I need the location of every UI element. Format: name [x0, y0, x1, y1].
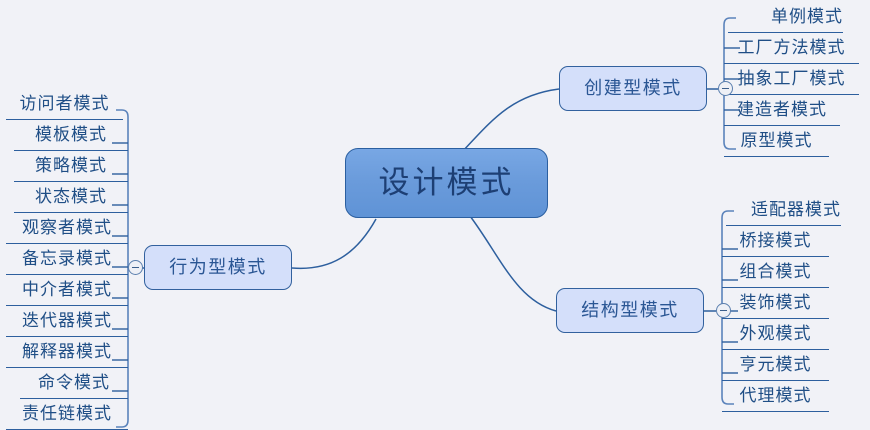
central-node-label: 设计模式	[378, 164, 515, 201]
leaf-creational-0[interactable]: 单例模式	[728, 3, 843, 33]
leaf-structural-4[interactable]: 外观模式	[722, 320, 829, 350]
leaf-label: 命令模式	[38, 373, 110, 393]
branch-node-structural-label: 结构型模式	[581, 299, 679, 321]
leaf-label: 外观模式	[739, 324, 812, 344]
leaf-structural-0[interactable]: 适配器模式	[726, 196, 841, 226]
leaf-creational-4[interactable]: 原型模式	[724, 127, 829, 157]
connector-center-to-creational	[461, 88, 560, 153]
collapse-minus-icon-creational[interactable]	[718, 81, 733, 96]
leaf-label: 中介者模式	[22, 280, 112, 300]
leaf-behavioral-4[interactable]: 观察者模式	[6, 214, 128, 244]
leaf-label: 代理模式	[739, 386, 812, 406]
leaf-creational-1[interactable]: 工厂方法模式	[724, 34, 859, 64]
leaf-behavioral-3[interactable]: 状态模式	[14, 183, 128, 213]
leaf-label: 访问者模式	[19, 94, 110, 114]
leaf-behavioral-5[interactable]: 备忘录模式	[6, 245, 128, 275]
leaf-label: 建造者模式	[737, 100, 827, 120]
leaf-behavioral-1[interactable]: 模板模式	[14, 121, 128, 151]
leaf-behavioral-8[interactable]: 解释器模式	[6, 338, 128, 368]
branch-node-behavioral[interactable]: 行为型模式	[144, 245, 292, 290]
branch-node-creational-label: 创建型模式	[584, 77, 682, 99]
leaf-label: 观察者模式	[22, 218, 112, 238]
collapse-minus-icon-behavioral[interactable]	[128, 260, 143, 275]
leaf-label: 适配器模式	[751, 200, 841, 220]
leaf-structural-5[interactable]: 亨元模式	[722, 351, 829, 381]
collapse-minus-icon-structural[interactable]	[716, 303, 731, 318]
leaf-creational-3[interactable]: 建造者模式	[724, 96, 840, 126]
central-node[interactable]: 设计模式	[345, 148, 548, 218]
branch-node-structural[interactable]: 结构型模式	[556, 288, 704, 333]
leaf-structural-3[interactable]: 装饰模式	[722, 289, 829, 319]
leaf-creational-2[interactable]: 抽象工厂模式	[724, 65, 859, 95]
leaf-behavioral-0[interactable]: 访问者模式	[6, 90, 123, 120]
leaf-label: 状态模式	[35, 187, 107, 207]
leaf-label: 亨元模式	[739, 355, 812, 375]
leaf-behavioral-10[interactable]: 责任链模式	[6, 400, 128, 430]
leaf-label: 桥接模式	[739, 231, 812, 251]
leaf-label: 模板模式	[35, 125, 107, 145]
leaf-behavioral-9[interactable]: 命令模式	[20, 369, 128, 399]
leaf-label: 原型模式	[740, 131, 813, 151]
leaf-label: 装饰模式	[739, 293, 812, 313]
leaf-label: 策略模式	[35, 156, 107, 176]
leaf-label: 组合模式	[739, 262, 812, 282]
leaf-behavioral-2[interactable]: 策略模式	[14, 152, 128, 182]
leaf-behavioral-7[interactable]: 迭代器模式	[6, 307, 128, 337]
connector-center-to-structural	[469, 215, 557, 312]
branch-node-behavioral-label: 行为型模式	[169, 256, 267, 278]
leaf-label: 迭代器模式	[22, 311, 112, 331]
leaf-label: 工厂方法模式	[737, 38, 846, 58]
leaf-structural-6[interactable]: 代理模式	[722, 382, 829, 412]
branch-node-creational[interactable]: 创建型模式	[559, 66, 707, 111]
leaf-label: 单例模式	[771, 7, 843, 27]
leaf-label: 解释器模式	[22, 342, 112, 362]
connector-center-to-behavioral	[291, 218, 377, 270]
leaf-label: 备忘录模式	[22, 249, 112, 269]
leaf-label: 抽象工厂模式	[737, 69, 846, 89]
leaf-label: 责任链模式	[22, 404, 112, 424]
leaf-behavioral-6[interactable]: 中介者模式	[6, 276, 128, 306]
leaf-structural-2[interactable]: 组合模式	[722, 258, 829, 288]
leaf-structural-1[interactable]: 桥接模式	[722, 227, 829, 257]
